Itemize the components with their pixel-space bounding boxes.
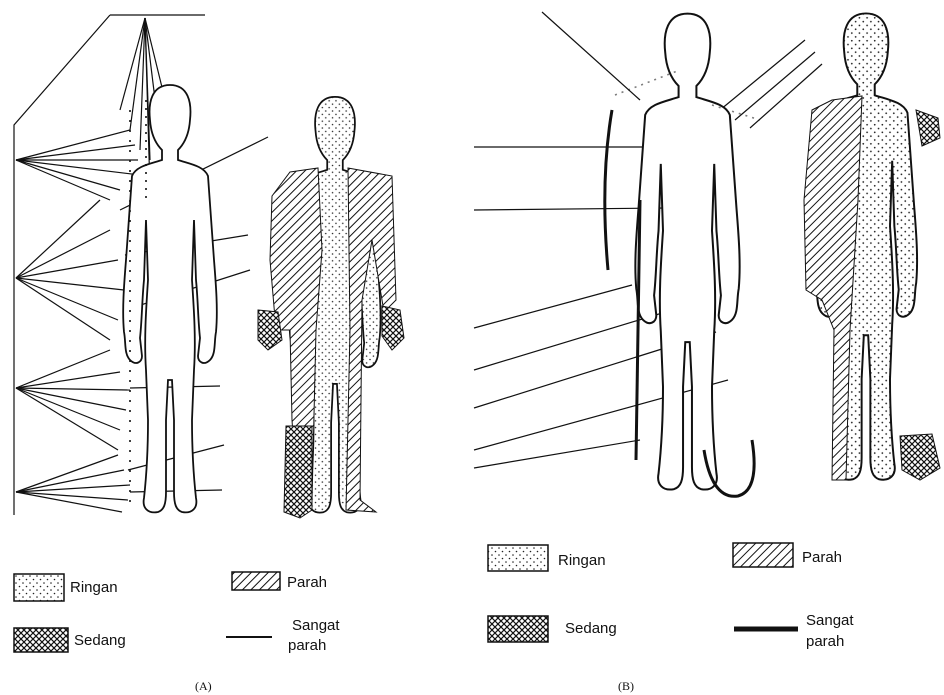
panel-a-legend-parah-swatch [232,572,280,590]
leader-line [16,350,110,388]
leader-line [16,388,120,430]
leader-line [16,372,120,388]
panel-b-sedang-foot [900,434,940,480]
panel-a-front-figure [258,97,404,518]
leader-line [16,278,118,320]
leader-line [16,160,120,190]
leader-line [16,388,126,410]
panel-a-legend: Ringan Parah Sedang Sangat parah [14,572,340,654]
panel-b-sedang-shoulder [916,110,940,146]
panel-b-legend-parah-swatch [733,543,793,567]
panel-a-legend-sangat-parah-label-2: parah [288,637,326,654]
panel-b-legend-sangat-parah-label-2: parah [806,633,844,650]
panel-a-legend-ringan-swatch [14,574,64,601]
panel-b: Ringan Parah Sedang Sangat parah (B) [474,12,940,693]
leader-line [16,388,130,390]
panel-b-legend-sedang-swatch [488,616,548,642]
panel-a-caption: (A) [195,679,212,693]
panel-a-legend-sangat-parah-label-1: Sangat [292,617,340,634]
leader-line [16,492,128,500]
panel-a-sedang-hand-right [382,306,404,350]
leader-line [16,230,110,278]
leader-line [16,492,122,512]
leader-line [16,200,100,278]
panel-b-legend-ringan-swatch [488,545,548,571]
panel-b-back-figure [605,14,760,497]
leader-line [16,260,118,278]
leader-line [16,388,118,450]
panel-a-sedang-region [284,426,312,518]
panel-b-legend-sedang-label: Sedang [565,620,617,637]
panel-a-legend-sedang-label: Sedang [74,632,126,649]
panel-b-caption: (B) [618,679,634,693]
panel-b-legend: Ringan Parah Sedang Sangat parah [488,543,854,650]
panel-b-legend-parah-label: Parah [802,549,842,566]
panel-a: Ringan Parah Sedang Sangat parah (A) [14,15,404,693]
leader-line [120,18,145,110]
panel-b-legend-ringan-label: Ringan [558,552,606,569]
panel-a-back-figure [123,85,217,512]
panel-a-legend-sedang-swatch [14,628,68,652]
leader-line [16,145,135,160]
panel-a-legend-ringan-label: Ringan [70,579,118,596]
leader-line [16,130,130,160]
panel-b-legend-sangat-parah-label-1: Sangat [806,612,854,629]
panel-b-front-figure [804,13,940,480]
panel-a-legend-parah-label: Parah [287,574,327,591]
panel-a-sedang-hand-left [258,310,282,350]
